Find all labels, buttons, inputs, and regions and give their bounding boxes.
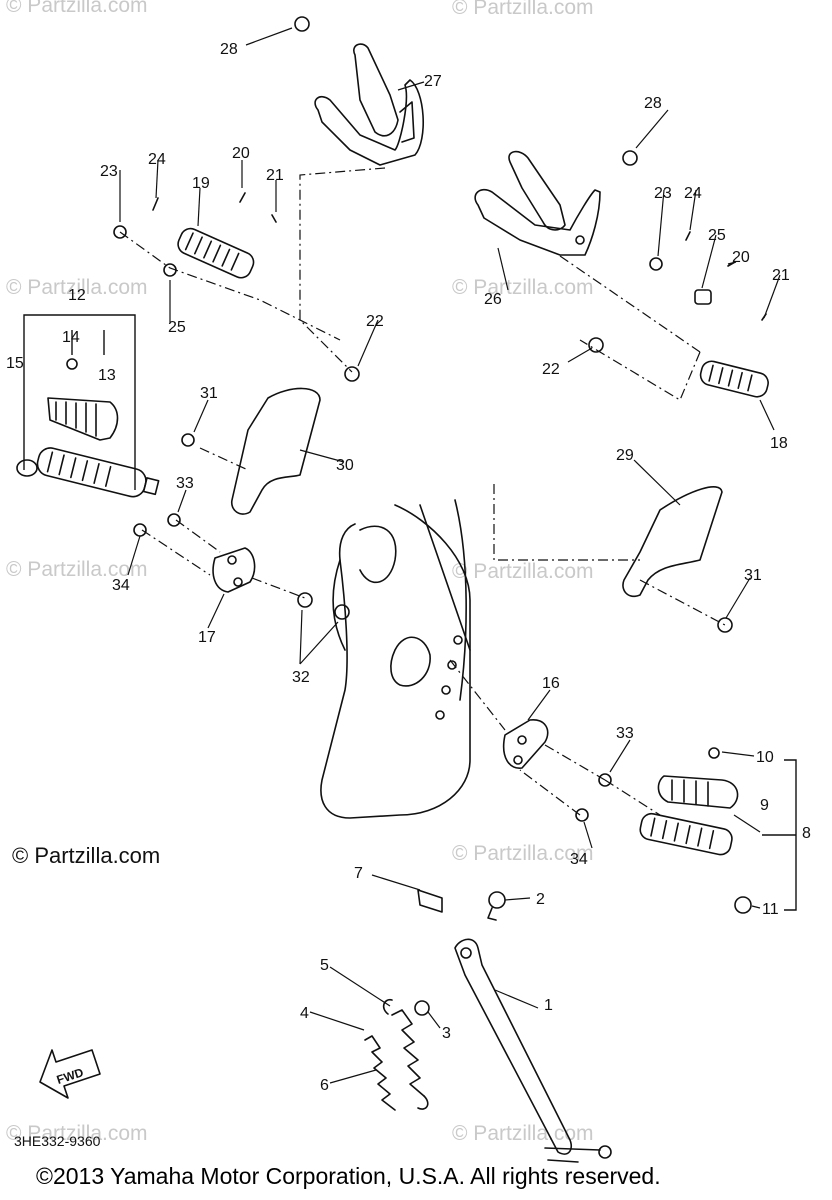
rear-bracket-left [314, 79, 424, 166]
callout-30: 30 [336, 457, 354, 474]
partzilla-watermark-label: © Partzilla.com [12, 843, 161, 868]
rear-bracket-right [474, 188, 601, 256]
callout-25b: 25 [708, 227, 726, 244]
callout-7: 7 [354, 865, 363, 882]
callout-22b: 22 [542, 361, 560, 378]
callout-31b: 31 [744, 567, 762, 584]
callout-18: 18 [770, 435, 788, 452]
callout-14: 14 [62, 329, 80, 346]
callout-31a: 31 [200, 385, 218, 402]
callout-34b: 34 [570, 851, 588, 868]
callout-5: 5 [320, 957, 329, 974]
callout-29: 29 [616, 447, 634, 464]
callout-12: 12 [68, 287, 86, 304]
spring-outer [391, 1009, 425, 1097]
callout-8: 8 [802, 825, 811, 842]
callout-3: 3 [442, 1025, 451, 1042]
callout-6: 6 [320, 1077, 329, 1094]
watermark: © Partzilla.com [6, 558, 148, 581]
side-stand [454, 938, 573, 1155]
footpeg-rubber-right [657, 775, 739, 809]
watermark: © Partzilla.com [6, 1122, 148, 1145]
footpeg-rubber-left [47, 397, 119, 441]
watermark: © Partzilla.com [452, 560, 594, 583]
rear-footpeg-left [177, 227, 255, 279]
watermark: © Partzilla.com [452, 0, 594, 19]
callout-15: 15 [6, 355, 24, 372]
callout-13: 13 [98, 367, 116, 384]
front-bracket-left [212, 547, 256, 593]
footpeg-left [36, 447, 160, 498]
heel-guard-right [622, 486, 723, 598]
callout-9: 9 [760, 797, 769, 814]
callout-23a: 23 [100, 163, 118, 180]
front-bracket-right [503, 719, 549, 769]
callout-17: 17 [198, 629, 216, 646]
diagram-code: 3HE332-9360 [14, 1133, 101, 1149]
callout-24a: 24 [148, 151, 166, 168]
callout-28b: 28 [644, 95, 662, 112]
fwd-arrow [39, 1049, 101, 1099]
callout-33a: 33 [176, 475, 194, 492]
callout-23b: 23 [654, 185, 672, 202]
watermark: © Partzilla.com [452, 276, 594, 299]
spring-inner [364, 1035, 396, 1111]
callout-22a: 22 [366, 313, 384, 330]
rear-footpeg-right [699, 360, 769, 398]
callout-19: 19 [192, 175, 210, 192]
callout-20b: 20 [732, 249, 750, 266]
watermark: © Partzilla.com [452, 1122, 594, 1145]
callout-34a: 34 [112, 577, 130, 594]
callout-11: 11 [762, 901, 779, 918]
watermark: © Partzilla.com [6, 0, 148, 17]
callout-4: 4 [300, 1005, 309, 1022]
callout-20a: 20 [232, 145, 250, 162]
callout-16: 16 [542, 675, 560, 692]
callout-28a: 28 [220, 41, 238, 58]
callout-32: 32 [292, 669, 310, 686]
callout-27: 27 [424, 73, 442, 90]
callout-2: 2 [536, 891, 545, 908]
callout-21b: 21 [772, 267, 790, 284]
callout-24b: 24 [684, 185, 702, 202]
watermark: © Partzilla.com [6, 276, 148, 299]
watermark: © Partzilla.com [452, 842, 594, 865]
callout-26: 26 [484, 291, 502, 308]
heel-guard-left [230, 387, 321, 515]
callout-33b: 33 [616, 725, 634, 742]
footpeg-right [639, 812, 733, 856]
callout-25a: 25 [168, 319, 186, 336]
callout-21a: 21 [266, 167, 284, 184]
callout-10: 10 [756, 749, 774, 766]
copyright-notice: ©2013 Yamaha Motor Corporation, U.S.A. A… [36, 1163, 661, 1189]
callout-1: 1 [544, 997, 553, 1014]
